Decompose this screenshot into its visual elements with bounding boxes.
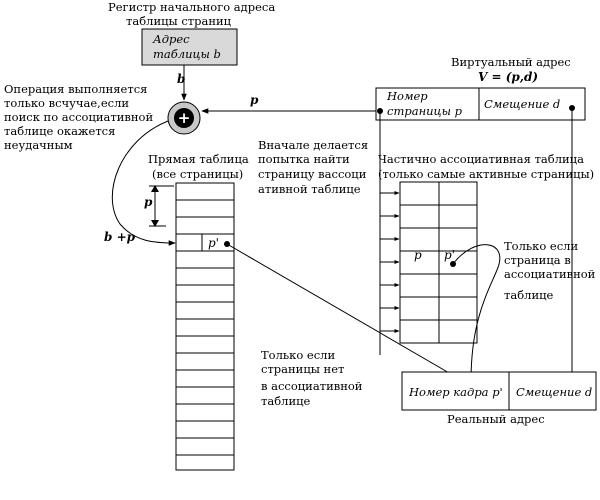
- operation-note-line2: только всчучае,если: [4, 96, 129, 110]
- assoc-only-line3: ассоциативной: [504, 267, 596, 281]
- assoc-table: [399, 181, 478, 344]
- p-label: p: [250, 93, 259, 107]
- first-attempt-line4: ативной таблице: [258, 182, 361, 196]
- direct-caption-line1: Прямая таблица: [148, 152, 249, 166]
- direct-only-line1: Только если: [261, 348, 335, 362]
- direct-to-frame-arrow: [226, 243, 464, 382]
- assoc-entry-p-prime: p': [444, 248, 455, 262]
- assoc-only-line2: страница в: [504, 253, 571, 267]
- register-box: [141, 28, 238, 66]
- plus-icon: +: [178, 109, 191, 127]
- direct-only-line2: страницы нет: [261, 362, 344, 376]
- b-plus-p-label: b +p: [104, 230, 136, 244]
- direct-table: [175, 182, 235, 471]
- operation-note-line5: неудачным: [4, 138, 73, 152]
- adder-inner: [174, 108, 194, 128]
- first-attempt-line2: попытка найти: [258, 152, 350, 166]
- register-box-line1: Адрес: [152, 32, 190, 46]
- direct-only-line4: таблице: [261, 394, 311, 408]
- real-frame-field: Номер кадра p': [408, 385, 503, 399]
- register-box-line2: таблицы b: [153, 47, 221, 61]
- assoc-caption-line2: (только самые активные страницы): [378, 167, 594, 181]
- register-caption-line1: Регистр начального адреса: [108, 0, 275, 14]
- register-caption-line2: таблицы страниц: [126, 14, 232, 28]
- virtual-address-caption: Виртуальный адрес: [451, 55, 571, 69]
- real-offset-field: Смещение d: [516, 385, 592, 399]
- assoc-to-frame-arrow: [452, 244, 501, 382]
- assoc-only-line4: таблице: [504, 288, 554, 302]
- real-address-box: [401, 371, 597, 411]
- first-attempt-line3: страницу вассоци: [258, 167, 367, 181]
- b-label: b: [177, 72, 185, 86]
- operation-note-line1: Операция выполняется: [4, 82, 147, 96]
- assoc-caption-line1: Частично ассоциативная таблица: [378, 152, 584, 166]
- operation-note-line4: таблице окажется: [4, 124, 115, 138]
- direct-entry-p-prime: p': [208, 236, 219, 250]
- direct-only-line3: в ассоциативной: [261, 379, 363, 393]
- va-page-field-line1: Номер: [386, 89, 428, 103]
- va-offset-field: Смещение d: [484, 97, 560, 111]
- p-dimension-label: p: [144, 195, 153, 209]
- operation-note-line3: поиск по ассоциативной: [4, 110, 153, 124]
- assoc-entry-p: p: [414, 248, 422, 262]
- real-address-caption: Реальный адрес: [447, 412, 545, 426]
- first-attempt-line1: Вначале делается: [258, 138, 368, 152]
- virtual-address-box: [375, 87, 586, 121]
- adder-to-direct-arrow: [111, 120, 176, 246]
- direct-caption-line2: (все страницы): [152, 167, 243, 181]
- assoc-only-line1: Только если: [504, 239, 578, 253]
- va-page-field-line2: страницы p: [387, 104, 463, 118]
- virtual-address-formula: V = (p,d): [478, 70, 538, 84]
